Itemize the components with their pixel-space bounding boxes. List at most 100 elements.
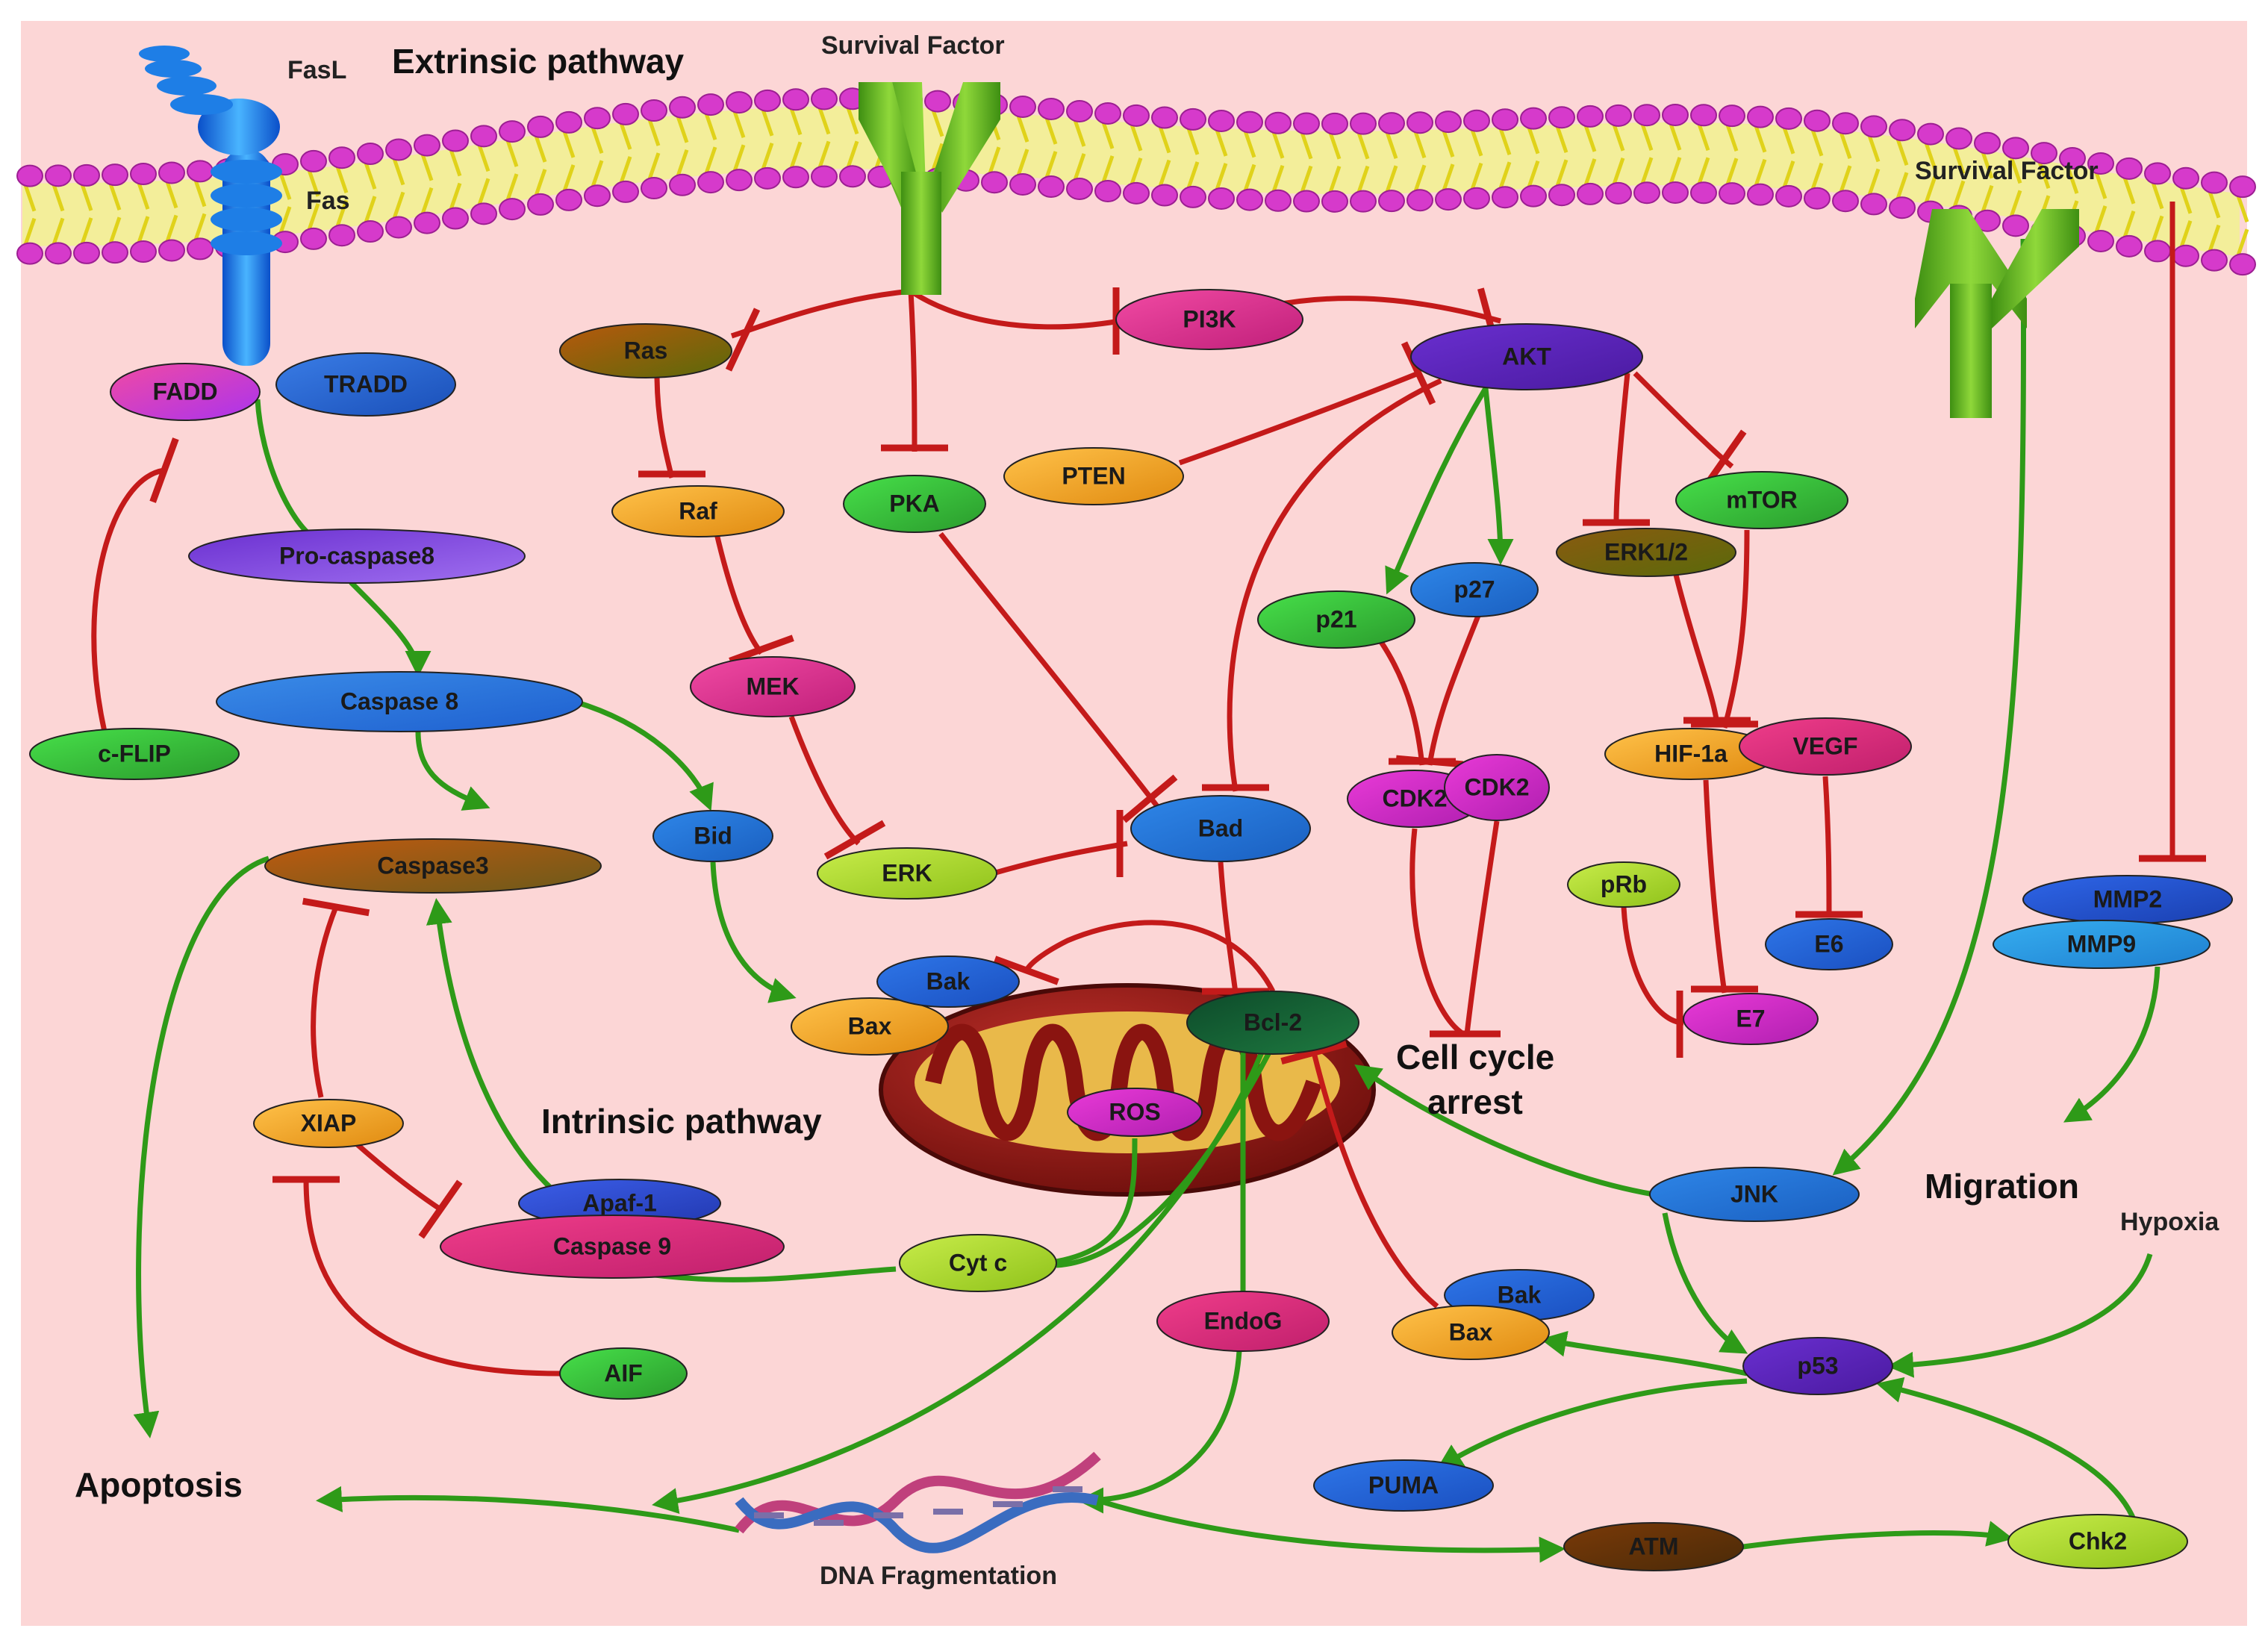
- node-p21-label: p21: [1315, 605, 1356, 632]
- node-procasp8: Pro-caspase8: [188, 529, 526, 584]
- inhibition-edge: [1024, 920, 1276, 993]
- node-bcl2: Bcl-2: [1186, 991, 1359, 1055]
- node-pka: PKA: [843, 475, 986, 533]
- node-endog-label: EndoG: [1204, 1307, 1283, 1334]
- node-akt-label: AKT: [1502, 343, 1551, 370]
- survival-factor-label-1: Survival Factor: [821, 31, 1005, 60]
- inhibition-edge: [1178, 370, 1420, 466]
- node-hif1a: HIF-1a: [1604, 728, 1778, 780]
- node-ros: ROS: [1067, 1088, 1203, 1137]
- node-apaf1: Apaf-1: [518, 1179, 721, 1228]
- node-endog: EndoG: [1156, 1291, 1330, 1352]
- inhibition-edge: [1703, 779, 1728, 994]
- node-casp8-shape: [216, 671, 583, 732]
- activation-edge: [1876, 1377, 2138, 1524]
- node-bax1: Bax: [791, 997, 949, 1056]
- dna-fragmentation-label: DNA Fragmentation: [820, 1562, 1057, 1590]
- node-erk12-label: ERK1/2: [1604, 538, 1688, 565]
- fasl-ligand: [139, 46, 280, 155]
- node-mmp9: MMP9: [1993, 920, 2211, 969]
- hypoxia-label: Hypoxia: [2120, 1208, 2219, 1236]
- activation-edge: [1056, 1138, 1138, 1265]
- node-pten-shape: [1003, 447, 1184, 505]
- activation-edge: [1662, 1212, 1748, 1354]
- survival-factor-receptor-2: [1915, 209, 2079, 418]
- inhibition-edge: [992, 841, 1128, 876]
- inhibition-edge: [1722, 529, 1750, 729]
- node-p27-shape: [1410, 562, 1539, 617]
- node-atm-shape: [1563, 1522, 1744, 1571]
- node-tradd-shape: [275, 352, 456, 417]
- activation-edge: [1385, 387, 1489, 595]
- activation-edge: [316, 1486, 740, 1533]
- node-ras-shape: [559, 323, 732, 378]
- cell-cycle-arrest-label-2: arrest: [1427, 1082, 1523, 1121]
- node-endog-shape: [1156, 1291, 1330, 1352]
- node-e6-shape: [1765, 918, 1893, 970]
- activation-edge: [1832, 238, 2027, 1176]
- node-chk2-shape: [2007, 1514, 2188, 1569]
- node-raf-shape: [611, 485, 785, 537]
- node-puma-label: PUMA: [1368, 1471, 1439, 1498]
- node-pka-label: PKA: [889, 490, 940, 517]
- intrinsic-pathway-label: Intrinsic pathway: [541, 1102, 822, 1141]
- node-bcl2-shape: [1186, 991, 1359, 1055]
- node-ros-shape: [1067, 1088, 1203, 1137]
- node-mtor: mTOR: [1675, 471, 1848, 529]
- activation-edge: [573, 699, 714, 811]
- node-puma: PUMA: [1313, 1459, 1494, 1512]
- survival-factor-label-2: Survival Factor: [1915, 157, 2099, 185]
- inhibition-edge: [788, 715, 861, 846]
- node-xiap-shape: [253, 1099, 404, 1148]
- node-bax2-label: Bax: [1449, 1318, 1493, 1345]
- node-bax2-shape: [1392, 1305, 1550, 1360]
- node-p27: p27: [1410, 562, 1539, 617]
- node-procasp8-shape: [188, 529, 526, 584]
- node-mek-shape: [690, 656, 856, 717]
- node-cytc-label: Cyt c: [949, 1249, 1007, 1276]
- node-mmp2-label: MMP2: [2093, 885, 2162, 912]
- node-pi3k-shape: [1115, 289, 1303, 350]
- activation-edge: [1540, 1330, 1748, 1377]
- dna-helix-icon: [735, 1451, 1101, 1553]
- fas-label: Fas: [306, 187, 350, 215]
- inhibition-edge: [1311, 1052, 1439, 1309]
- inhibition-edge: [1268, 296, 1501, 324]
- node-bax2: Bax: [1392, 1305, 1550, 1360]
- activation-edge: [1436, 1378, 1748, 1470]
- node-raf: Raf: [611, 485, 785, 537]
- node-e6: E6: [1765, 918, 1893, 970]
- node-mek: MEK: [690, 656, 856, 717]
- activation-edge: [1354, 1064, 1654, 1197]
- node-vegf: VEGF: [1739, 717, 1912, 776]
- node-pi3k: PI3K: [1115, 289, 1303, 350]
- inhibition-edge: [1218, 861, 1239, 994]
- inhibition-edge: [1613, 372, 1630, 523]
- node-bad-label: Bad: [1198, 814, 1243, 841]
- node-prb: pRb: [1567, 861, 1680, 908]
- activation-edge: [415, 731, 490, 811]
- node-xiap: XIAP: [253, 1099, 404, 1148]
- activation-edge: [652, 1051, 1265, 1514]
- node-cdk2b-label: CDK2: [1464, 773, 1529, 800]
- node-bad-shape: [1130, 795, 1311, 862]
- node-casp8: Caspase 8: [216, 671, 583, 732]
- node-ras: Ras: [559, 323, 732, 378]
- activation-edge: [1742, 1521, 2013, 1550]
- inhibition-bar: [149, 437, 179, 503]
- node-pten-label: PTEN: [1062, 462, 1125, 489]
- inhibition-bar: [994, 956, 1059, 985]
- activation-edge: [710, 861, 797, 1003]
- inhibition-edge: [91, 467, 165, 732]
- inhibition-edge: [654, 372, 675, 478]
- inhibition-edge: [938, 531, 1159, 808]
- inhibition-edge: [352, 1140, 442, 1212]
- node-p27-label: p27: [1454, 576, 1495, 602]
- inhibition-bar: [418, 1179, 463, 1239]
- node-cdk2b: CDK2: [1444, 754, 1550, 821]
- node-atm: ATM: [1563, 1522, 1744, 1571]
- activation-edge: [1483, 387, 1514, 565]
- inhibition-edge: [311, 905, 339, 1098]
- node-prb-label: pRb: [1601, 870, 1647, 897]
